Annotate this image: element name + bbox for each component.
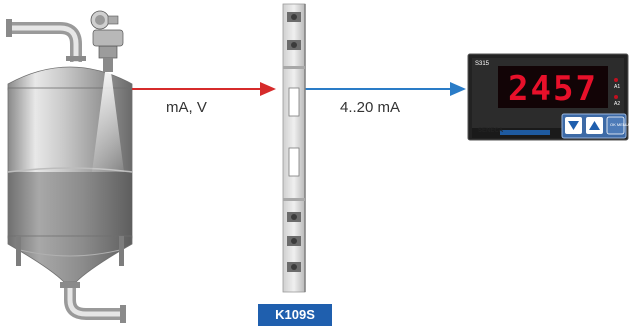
output-signal-label: 4..20 mA bbox=[340, 99, 401, 116]
arrow-down-button[interactable] bbox=[565, 117, 582, 134]
arrow-up-icon bbox=[589, 121, 600, 130]
output-signal-arrow bbox=[300, 82, 466, 96]
input-signal-label: mA, V bbox=[166, 99, 207, 116]
arrow-down-icon bbox=[568, 121, 579, 130]
arrow-up-button[interactable] bbox=[586, 117, 603, 134]
input-signal-arrow bbox=[132, 82, 276, 96]
alarm-2-label: A2 bbox=[614, 101, 621, 107]
converter-model-badge: K109S bbox=[258, 304, 332, 326]
alarm-1-label: A1 bbox=[614, 84, 621, 90]
ok-menu-button[interactable] bbox=[606, 116, 625, 135]
din-rail-converter-icon bbox=[282, 3, 306, 293]
display-model-label: S315 bbox=[475, 61, 490, 67]
ok-menu-label: OK MENU bbox=[610, 122, 629, 127]
display-brand-label: SENECA bbox=[478, 128, 504, 134]
display-reading: 2457 bbox=[508, 69, 598, 109]
tank-icon bbox=[6, 19, 133, 323]
level-transmitter-icon bbox=[90, 10, 124, 172]
